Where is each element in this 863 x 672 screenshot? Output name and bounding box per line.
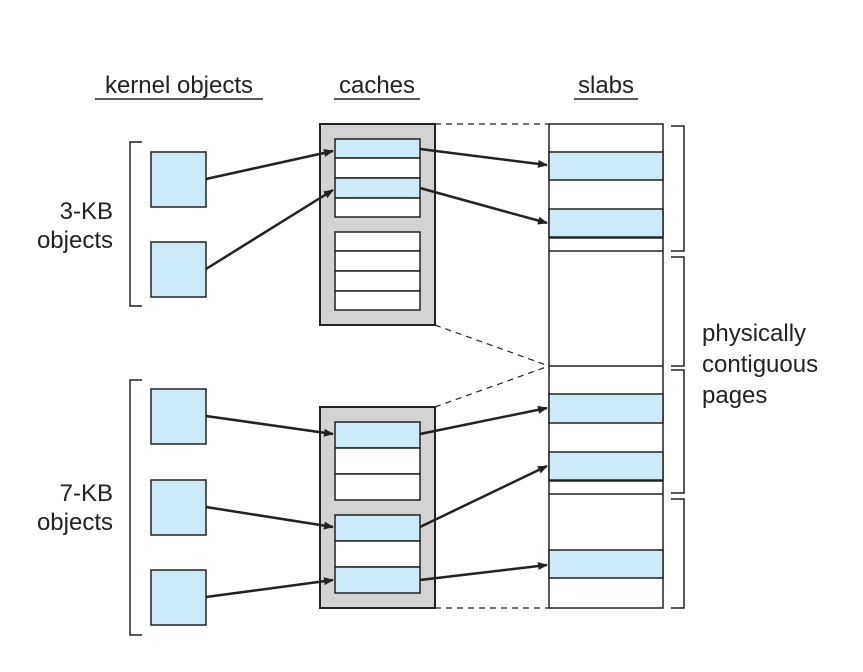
cache-3kb-slot-free: [334, 270, 421, 292]
group-label-3kb: 3-KB: [60, 198, 113, 225]
arrow-cache-to-slab: [419, 405, 548, 436]
cache-7kb-slot-free: [334, 540, 421, 568]
cache-3kb-slot-free: [334, 157, 421, 179]
cache-3kb-slot-used: [334, 177, 421, 199]
cache-3kb-slot-used: [334, 138, 421, 159]
cache-3kb-slot-free: [334, 250, 421, 272]
group-label-7kb: 7-KB: [60, 480, 113, 507]
bracket-3kb-objects: [129, 141, 142, 307]
kernel-object-7kb-3: [150, 569, 207, 626]
cache-3kb-slab-link-bottom: [434, 324, 550, 367]
group-label-3kb-objects: objects: [37, 227, 113, 254]
cache-3kb-slot-free: [334, 231, 421, 252]
header-slabs: slabs: [578, 72, 634, 99]
group-label-7kb-objects: objects: [37, 509, 113, 536]
slab-object-used: [548, 151, 664, 181]
arrow-cache-to-slab: [419, 464, 548, 529]
cache-7kb: [319, 406, 436, 609]
bracket-page-2: [671, 256, 685, 367]
cache-7kb-slot-free: [334, 447, 421, 475]
arrow-cache-to-slab: [419, 186, 548, 225]
kernel-object-3kb-1: [150, 151, 207, 208]
cache-7kb-slot-used: [334, 514, 421, 542]
slabs-column: [548, 123, 664, 609]
cache-7kb-slot-used: [334, 566, 421, 594]
slab-object-used: [548, 393, 664, 424]
slab-object-used: [548, 208, 664, 238]
pages-label-contiguous: contiguous: [702, 351, 818, 378]
arrow-object-to-cache: [205, 577, 334, 599]
cache-7kb-slot-free: [334, 473, 421, 501]
bracket-7kb-objects: [129, 379, 142, 636]
kernel-object-7kb-1: [150, 388, 207, 445]
arrow-object-to-cache: [205, 414, 334, 437]
arrow-object-to-cache: [205, 188, 334, 271]
slab-object-used: [548, 451, 664, 481]
header-kernel-objects: kernel objects: [105, 72, 253, 99]
cache-7kb-slab-link-top: [434, 365, 550, 408]
kernel-object-3kb-2: [150, 241, 207, 298]
pages-label-physically: physically: [702, 320, 806, 347]
kernel-object-7kb-2: [150, 479, 207, 536]
slab-object-used: [548, 549, 664, 579]
bracket-page-1: [671, 125, 685, 252]
arrow-cache-to-slab: [419, 147, 548, 168]
bracket-page-4: [671, 498, 685, 609]
pages-label-pages: pages: [702, 382, 767, 409]
cache-3kb-slot-free: [334, 290, 421, 311]
cache-3kb: [319, 123, 436, 326]
cache-3kb-slot-free: [334, 197, 421, 218]
arrow-object-to-cache: [205, 149, 334, 181]
arrow-object-to-cache: [205, 505, 334, 530]
arrow-cache-to-slab: [419, 562, 548, 582]
cache-7kb-slot-used: [334, 421, 421, 449]
header-caches: caches: [339, 72, 415, 99]
bracket-page-3: [671, 369, 685, 494]
